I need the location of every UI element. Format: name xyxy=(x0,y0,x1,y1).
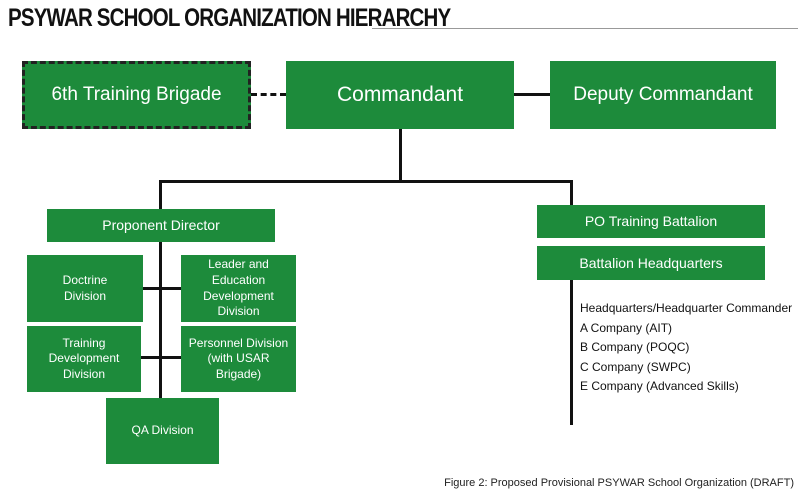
po-training-battalion-box: PO Training Battalion xyxy=(537,205,765,238)
training-brigade-box: 6th Training Brigade xyxy=(22,61,251,129)
connector-right-drop xyxy=(570,180,573,205)
training-development-division-box: Training Development Division xyxy=(27,326,141,392)
list-item: B Company (POQC) xyxy=(580,340,690,354)
proponent-director-box: Proponent Director xyxy=(47,209,275,242)
list-item: Headquarters/Headquarter Commander xyxy=(580,301,793,315)
personnel-division-box: Personnel Division (with USAR Brigade) xyxy=(181,326,296,392)
connector-commandant-deputy xyxy=(514,93,550,96)
list-item: E Company (Advanced Skills) xyxy=(580,379,739,393)
qa-division-box: QA Division xyxy=(106,398,219,464)
doctrine-division-box: Doctrine Division xyxy=(27,255,143,322)
battalion-headquarters-box: Battalion Headquarters xyxy=(537,246,765,280)
company-list: Headquarters/Headquarter Commander A Com… xyxy=(580,299,792,397)
connector-proponent-spine xyxy=(159,242,162,400)
connector-commandant-down xyxy=(399,128,402,182)
connector-row1-horizontal xyxy=(143,287,181,290)
connector-main-horizontal xyxy=(159,180,573,183)
commandant-box: Commandant xyxy=(286,61,514,129)
list-item: C Company (SWPC) xyxy=(580,359,691,374)
connector-battalion-spine xyxy=(570,280,573,425)
figure-caption: Figure 2: Proposed Provisional PSYWAR Sc… xyxy=(444,477,794,489)
connector-brigade-commandant xyxy=(251,93,286,96)
list-item: A Company (AIT) xyxy=(580,320,673,335)
page-title: PSYWAR SCHOOL ORGANIZATION HIERARCHY xyxy=(8,4,451,32)
title-rule xyxy=(372,28,798,29)
leader-education-division-box: Leader and Education Development Divisio… xyxy=(181,255,296,322)
connector-row2-horizontal xyxy=(141,356,181,359)
connector-left-drop xyxy=(159,180,162,209)
deputy-commandant-box: Deputy Commandant xyxy=(550,61,776,129)
